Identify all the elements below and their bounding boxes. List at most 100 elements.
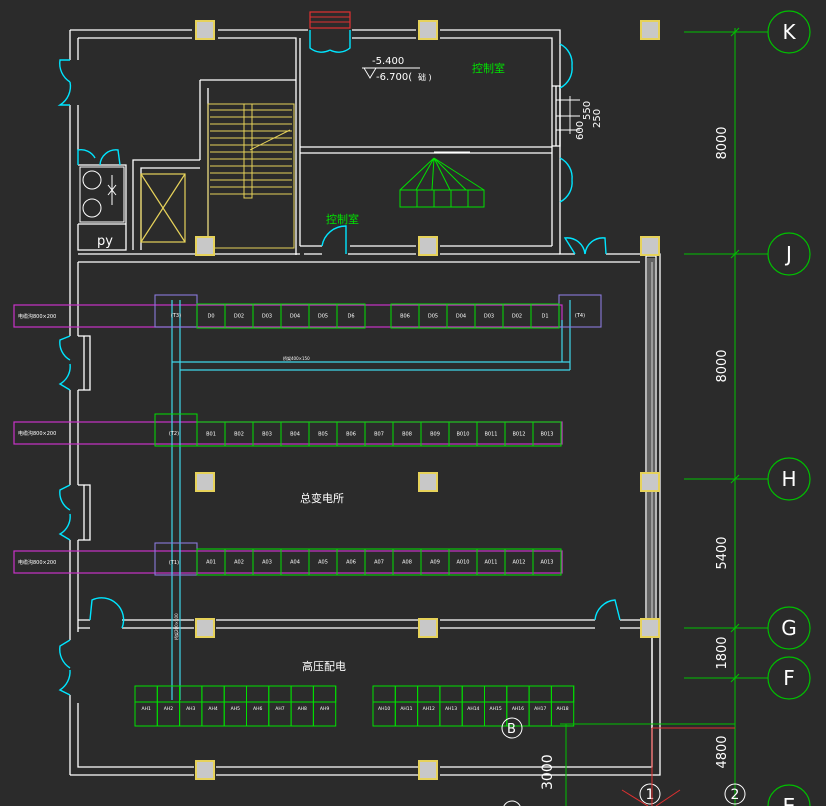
row-a-cabinet-label: A07	[374, 560, 384, 566]
fan-symbols	[107, 175, 117, 205]
row-b-cabinet-label: B010	[457, 432, 470, 438]
trench-label-b: 电缆沟800×200	[18, 430, 56, 437]
row-a-cabinet-label: A011	[485, 560, 498, 566]
elevation-suffix: 础 )	[418, 72, 432, 82]
row-d-right-cabinet-label: D02	[512, 314, 522, 320]
door-hv-right	[594, 599, 621, 621]
outer-wall-inner-line	[77, 37, 653, 768]
transformer-label: (T4)	[575, 313, 585, 319]
structural-column	[640, 618, 660, 638]
row-b-cabinet-label: B013	[541, 432, 554, 438]
row-d-left-cabinet	[336, 303, 366, 329]
structural-column	[418, 760, 438, 780]
door-left-upper	[58, 335, 71, 391]
row-d-right-cabinet-label: B06	[400, 314, 410, 320]
room-label-control-top: 控制室	[472, 61, 505, 75]
row-ah-left-cabinet-label: AH6	[253, 706, 262, 712]
axis-bubble	[767, 10, 811, 54]
axis-label: F	[783, 666, 795, 690]
row-ah-left-cabinet-label: AH8	[298, 706, 307, 712]
row-a-cabinet-label: A02	[234, 560, 244, 566]
red-leader-lines	[621, 727, 735, 806]
pipe-dimension-block	[556, 96, 580, 134]
door-control-bottom	[321, 225, 347, 254]
axis-label: K	[782, 20, 796, 44]
column-axis-bubble	[724, 783, 746, 805]
row-b-cabinet-label: B01	[206, 432, 216, 438]
column-axis-bubble	[639, 783, 661, 805]
door-left-lower	[58, 484, 71, 541]
row-b-cabinet-label: B07	[374, 432, 384, 438]
row-a-cabinet-label: A04	[290, 560, 300, 566]
structural-column	[195, 20, 215, 40]
row-d-left-cabinet-label: D03	[262, 314, 272, 320]
axis-bubble	[767, 232, 811, 276]
row-ah-right-cabinet	[550, 685, 575, 727]
doors	[57, 30, 621, 696]
row-ah-right-cabinet-label: AH11	[400, 706, 412, 712]
door-corridor-right-b	[584, 237, 607, 255]
lighting-panel-div	[416, 190, 469, 207]
structural-column	[640, 472, 660, 492]
structural-column	[640, 236, 660, 256]
corridor-strip-fill	[647, 258, 655, 626]
row-a-cabinet-label: A09	[430, 560, 440, 566]
room-label-low-voltage: 总变电所	[300, 491, 344, 505]
door-service-b	[99, 149, 121, 166]
row-d-right-cabinet	[530, 303, 560, 329]
pipe-dim-lines	[556, 96, 580, 134]
b-marker-circle	[501, 717, 523, 739]
row-ah-left-cabinet	[312, 685, 337, 727]
row-d-left-cabinet-label: D6	[347, 314, 354, 320]
door-hv-left	[89, 597, 125, 629]
grid-dimension-label: 5400	[715, 536, 730, 569]
grid-dimension-label: 1800	[715, 636, 730, 669]
trench-label-d: 电缆沟800×200	[18, 313, 56, 320]
row-ah-left-cabinet-label: AH2	[164, 706, 173, 712]
row-d-right-cabinet-label: D03	[484, 314, 494, 320]
row-a-cabinet	[532, 548, 562, 576]
elevator-cross	[140, 173, 186, 243]
row-d-left-cabinet-label: D04	[290, 314, 300, 320]
structural-column	[195, 618, 215, 638]
row-ah-right-cabinet-label: AH14	[467, 706, 479, 712]
grid-dimension-label: 4800	[715, 735, 730, 768]
row-b-cabinet	[532, 421, 562, 447]
axis-bubble	[767, 606, 811, 650]
pipe-dim-250: 250	[592, 109, 603, 128]
trench-label-a: 电缆沟800×200	[18, 559, 56, 566]
grid-lines	[560, 27, 768, 806]
bottom-circle-partial	[503, 800, 521, 806]
cable-trenches	[13, 304, 563, 574]
row-a-cabinet-label: A013	[541, 560, 554, 566]
row-d-right-cabinet-label: D04	[456, 314, 466, 320]
tray-label-horizontal: 桥架400×150	[283, 355, 310, 361]
structural-column	[418, 472, 438, 492]
row-ah-right-cabinet-label: AH15	[490, 706, 502, 712]
stair-handrail	[243, 104, 291, 199]
partition-walls	[78, 38, 640, 629]
door-left-bottom	[58, 639, 71, 696]
axis-label: G	[781, 616, 797, 640]
window-left	[78, 335, 91, 541]
room-label-high-voltage: 高压配电	[302, 659, 346, 673]
column-axis-label: 2	[731, 787, 740, 803]
row-d-right-cabinet-label: D05	[428, 314, 438, 320]
row-ah-right-cabinet-label: AH10	[378, 706, 390, 712]
lighting-fixture	[399, 151, 485, 208]
axis-bubble	[767, 656, 811, 700]
row-ah-left-cabinet-label: AH4	[208, 706, 217, 712]
door-right-mid	[559, 157, 573, 203]
tray-vertical-left	[171, 300, 181, 700]
row-b-cabinet-label: B05	[318, 432, 328, 438]
row-b-cabinet-label: B09	[430, 432, 440, 438]
fan-box	[79, 166, 125, 223]
grid-dimension-label: 8000	[715, 349, 730, 382]
fan-icon-2	[82, 198, 102, 218]
py-label: py	[97, 234, 113, 249]
